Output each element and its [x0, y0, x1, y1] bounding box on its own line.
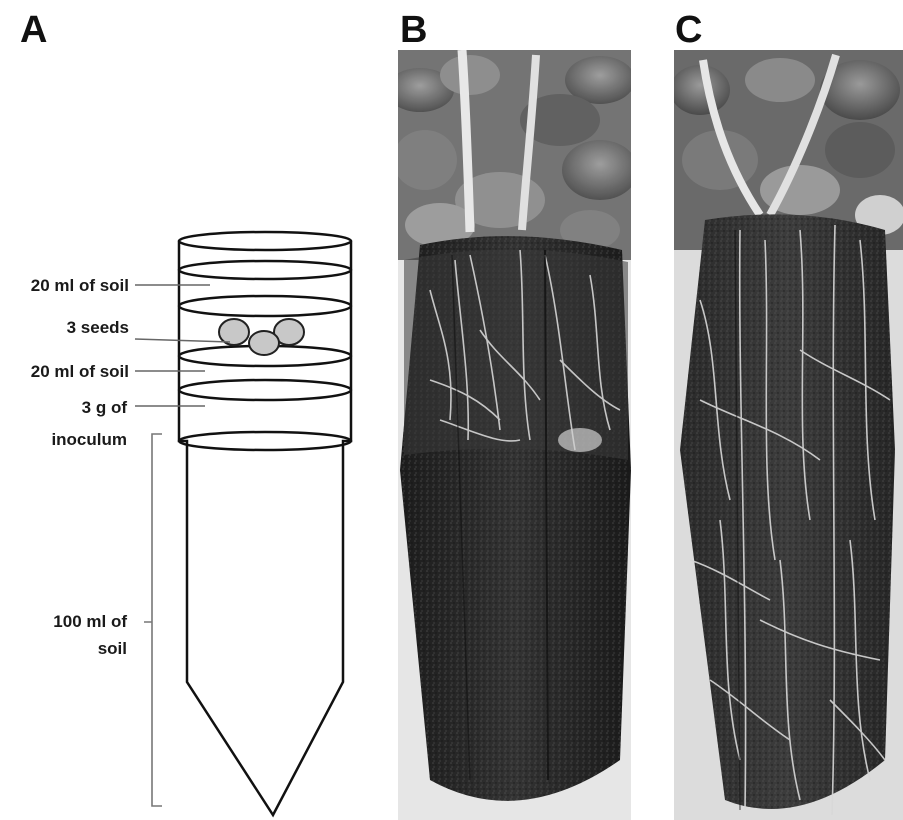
label-soil-top: 20 ml of soil	[31, 276, 129, 295]
layer-boundary-5	[179, 432, 351, 450]
tube-rim	[179, 232, 351, 250]
label-soil-bottom-2: soil	[98, 639, 127, 658]
layer-boundary-2	[179, 296, 351, 316]
label-soil-mid: 20 ml of soil	[31, 362, 129, 381]
photo-b	[386, 50, 638, 820]
foliage	[386, 50, 638, 260]
label-soil-bottom-1: 100 ml of	[53, 612, 127, 631]
layer-boundary-1	[179, 261, 351, 279]
panel-letter-b: B	[400, 9, 427, 51]
tube-labels: 20 ml of soil 3 seeds 20 ml of soil 3 g …	[31, 276, 129, 658]
panel-letter-a: A	[20, 9, 47, 51]
panel-letter-c: C	[675, 9, 702, 51]
layer-boundary-4	[179, 380, 351, 400]
tube-diagram	[179, 232, 351, 815]
label-seeds: 3 seeds	[67, 318, 129, 337]
leader-line	[135, 339, 230, 342]
label-inoculum-1: 3 g of	[82, 398, 128, 417]
photo-c	[670, 50, 903, 820]
label-inoculum-2: inoculum	[51, 430, 127, 449]
volume-bracket	[144, 434, 162, 806]
seed-icon	[249, 331, 279, 355]
tube-body	[179, 241, 351, 815]
seeds	[219, 319, 304, 355]
